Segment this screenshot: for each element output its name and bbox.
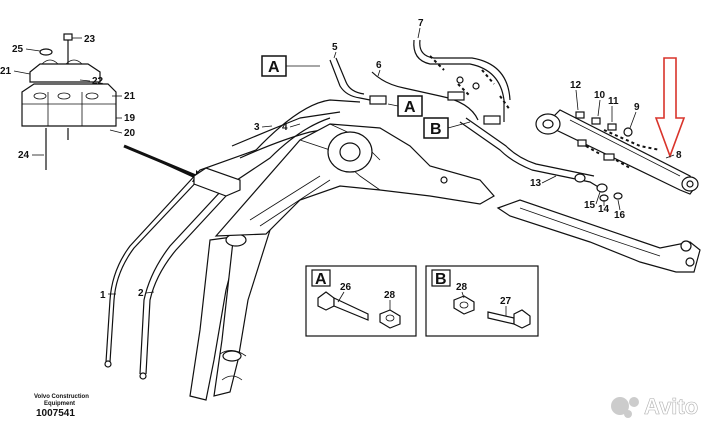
detail-a-title: A [315, 271, 327, 288]
label-2: 2 [138, 288, 144, 299]
label-13: 13 [530, 178, 542, 189]
pipes-right: 13 15 14 16 [459, 117, 701, 273]
label-24: 24 [18, 150, 30, 161]
label-19: 19 [124, 113, 136, 124]
clamp-assembly: 23 25 21 22 21 19 20 24 [0, 33, 136, 170]
detail-b-title: B [435, 271, 447, 288]
watermark-logo-icon [611, 397, 629, 415]
hydraulic-lines: 1 2 3 4 [100, 99, 361, 380]
watermark-text: Avito [644, 394, 698, 419]
label-5: 5 [332, 42, 338, 53]
footer-brand: Volvo Construction Equipment 1007541 [34, 394, 89, 419]
label-10: 10 [594, 90, 606, 101]
label-22: 22 [92, 76, 104, 87]
label-20: 20 [124, 128, 136, 139]
detail-a: A 26 28 [305, 265, 417, 337]
label-1: 1 [100, 290, 106, 301]
callout-a-mid-text: A [404, 99, 416, 116]
highlight-arrow [654, 57, 686, 159]
label-16: 16 [614, 210, 626, 221]
label-11: 11 [608, 96, 619, 107]
label-21a: 21 [0, 66, 12, 77]
boom [189, 123, 495, 401]
label-15: 15 [584, 200, 596, 211]
drawing-number: 1007541 [36, 408, 75, 419]
label-3: 3 [254, 122, 260, 133]
label-14: 14 [598, 204, 610, 215]
top-lines: 7 5 6 A A B [261, 18, 511, 139]
label-23: 23 [84, 34, 96, 45]
label-6: 6 [376, 60, 382, 71]
label-28a: 28 [384, 290, 396, 301]
label-26: 26 [340, 282, 352, 293]
watermark: Avito [611, 394, 698, 419]
brand-line2: Equipment [44, 401, 75, 407]
cylinder-assembly: 12 10 11 9 8 [535, 57, 699, 195]
label-7: 7 [418, 18, 424, 29]
label-25: 25 [12, 44, 24, 55]
label-27: 27 [500, 296, 512, 307]
label-9: 9 [634, 102, 640, 113]
brand-line1: Volvo Construction [34, 394, 89, 400]
callout-b-mid-text: B [430, 121, 442, 138]
callout-a-main-text: A [268, 59, 280, 76]
label-21b: 21 [124, 91, 136, 102]
label-12: 12 [570, 80, 582, 91]
detail-b: B 28 27 [425, 265, 539, 337]
label-8: 8 [676, 150, 682, 161]
label-28b: 28 [456, 282, 468, 293]
label-4: 4 [282, 122, 288, 133]
